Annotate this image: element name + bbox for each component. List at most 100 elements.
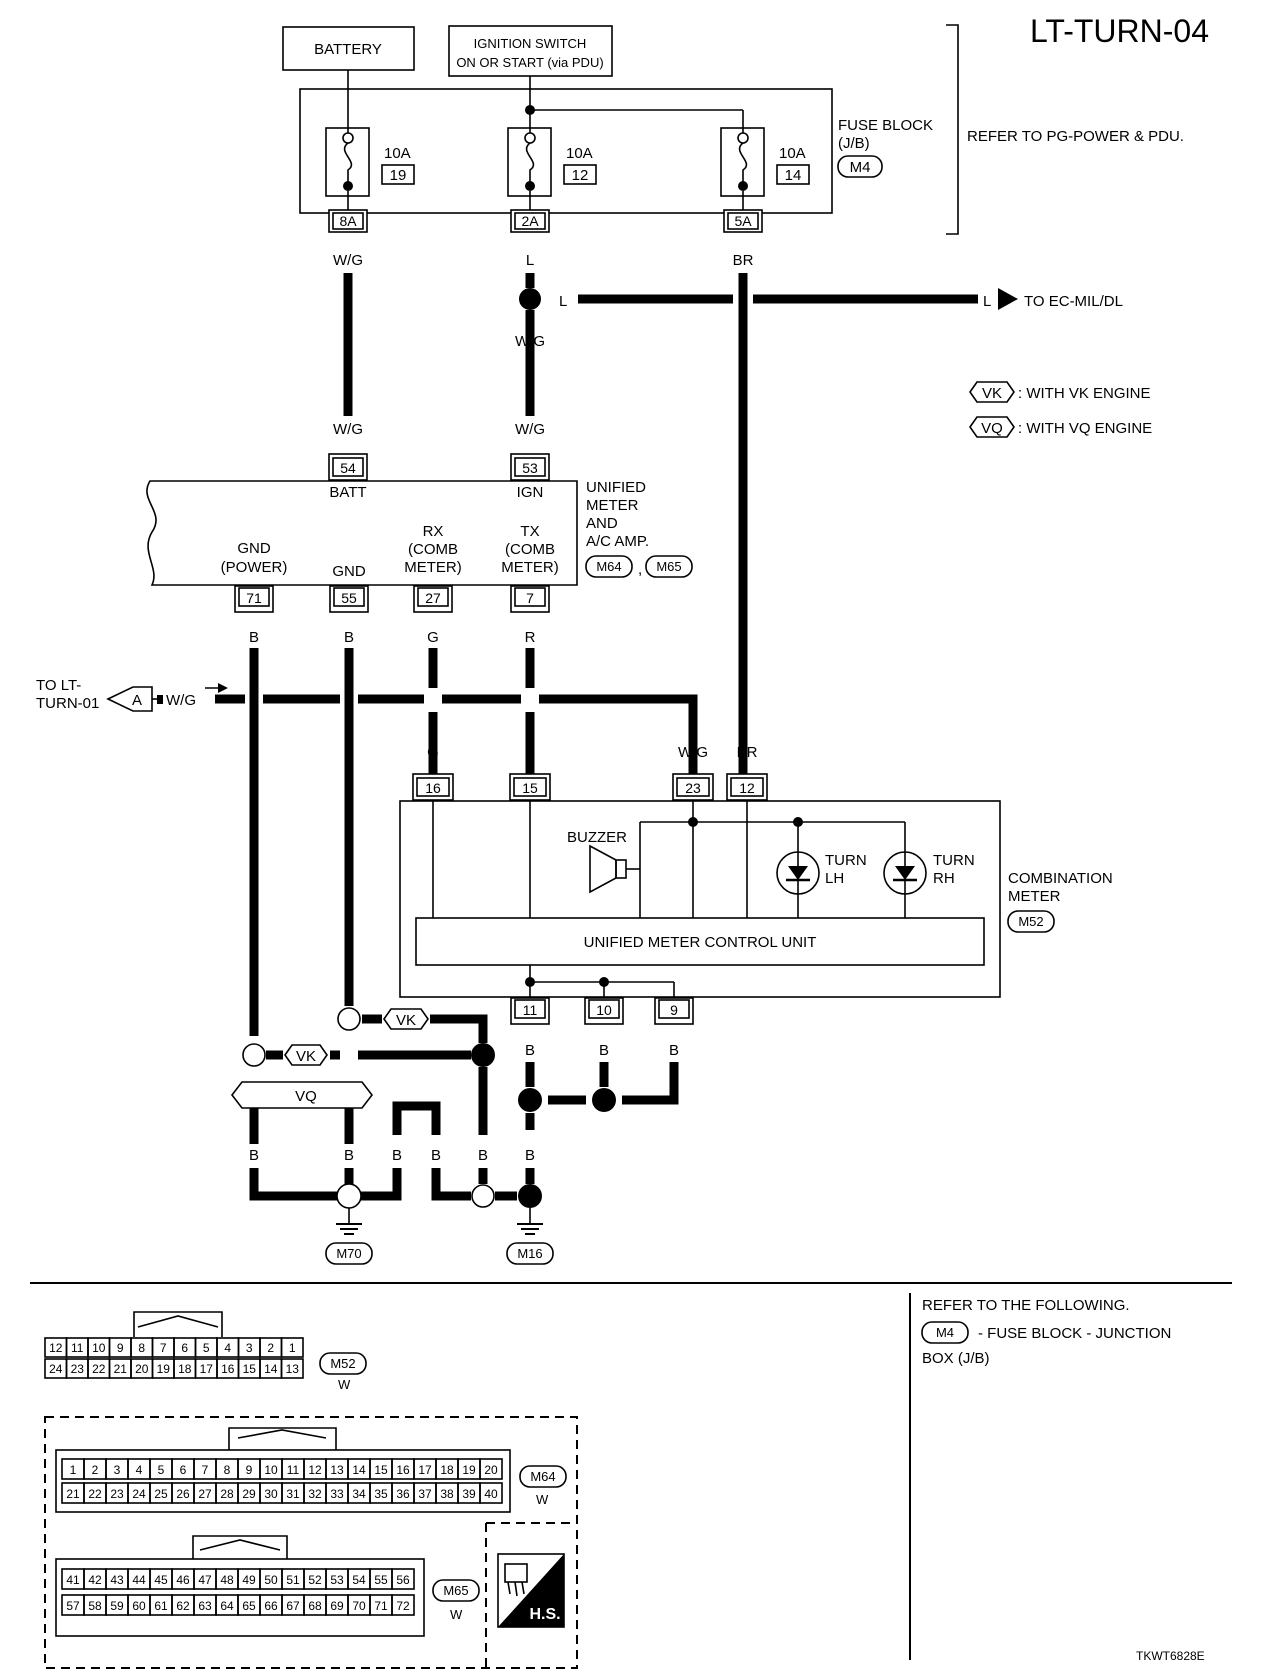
splice-l xyxy=(519,288,541,310)
cavity-label-m64-8: 8 xyxy=(224,1463,231,1477)
cm-pin-15-label: 15 xyxy=(522,780,538,796)
um-label-2: METER xyxy=(586,497,639,514)
cavity-label-m64-37: 37 xyxy=(418,1487,432,1501)
hs-label: H.S. xyxy=(529,1606,560,1623)
m52-view-color: W xyxy=(338,1377,351,1392)
wire-label-wg-5: W/G xyxy=(166,692,196,709)
turn-lh-lamp-icon xyxy=(776,822,820,918)
cavity-label-m65-68: 68 xyxy=(308,1599,322,1613)
ignition-switch-source: IGNITION SWITCH ON OR START (via PDU) xyxy=(448,25,613,77)
cavity-label-m52-8: 8 xyxy=(138,1341,145,1355)
arrow-to-ec xyxy=(998,288,1018,310)
cm-pin-11-label: 11 xyxy=(523,1002,538,1018)
cavity-label-m65-59: 59 xyxy=(110,1599,124,1613)
cavity-label-m65-63: 63 xyxy=(198,1599,212,1613)
cavity-label-m64-15: 15 xyxy=(374,1463,388,1477)
cm-pin-11: 11 xyxy=(510,997,550,1025)
cavity-label-m52-24: 24 xyxy=(49,1362,63,1376)
um-label-1: UNIFIED xyxy=(586,479,646,496)
cavity-label-m65-58: 58 xyxy=(88,1599,102,1613)
battery-label: BATTERY xyxy=(314,41,382,58)
cm-pin-16: 16 xyxy=(412,773,454,801)
ignition-label-2: ON OR START (via PDU) xyxy=(456,55,603,70)
wire-label-b-g6: B xyxy=(525,1147,535,1164)
cavity-label-m52-12: 12 xyxy=(49,1341,63,1355)
cavity-label-m64-28: 28 xyxy=(220,1487,234,1501)
cavity-label-m64-10: 10 xyxy=(264,1463,278,1477)
cavity-label-m64-16: 16 xyxy=(396,1463,410,1477)
cavity-label-m52-3: 3 xyxy=(246,1341,253,1355)
cavity-label-m64-33: 33 xyxy=(330,1487,344,1501)
ground-m70-icon xyxy=(336,1208,362,1235)
um-pin-55: 55 xyxy=(329,585,369,613)
cavity-label-m64-18: 18 xyxy=(440,1463,454,1477)
fuse-14-amp: 10A xyxy=(779,145,806,162)
cavity-label-m64-22: 22 xyxy=(88,1487,102,1501)
cm-pin-23-label: 23 xyxy=(685,780,701,796)
um-connector-m65: M65 xyxy=(656,559,681,574)
cavity-label-m52-6: 6 xyxy=(181,1341,188,1355)
cavity-label-m52-17: 17 xyxy=(200,1362,214,1376)
vk-open-splice-2 xyxy=(242,1043,266,1067)
cavity-label-m64-3: 3 xyxy=(114,1463,121,1477)
cavity-label-m52-7: 7 xyxy=(160,1341,167,1355)
refer-line-2: - FUSE BLOCK - JUNCTION xyxy=(978,1325,1171,1342)
legend-vk-tag: VK xyxy=(982,385,1002,402)
cavity-label-m65-67: 67 xyxy=(286,1599,300,1613)
cavity-label-m64-27: 27 xyxy=(198,1487,212,1501)
to-lt-label-1: TO LT- xyxy=(36,677,81,694)
combination-meter-body: BUZZER TURN LH TURN RH UNIFIED METER CON… xyxy=(399,800,1001,1000)
um-tx-2: (COMB xyxy=(505,541,555,558)
page-title: LT-TURN-04 xyxy=(1030,13,1209,49)
um-label-4: A/C AMP. xyxy=(586,533,649,550)
cavity-label-m64-12: 12 xyxy=(308,1463,322,1477)
um-pin-27: 27 xyxy=(413,585,453,613)
wire-b-9 xyxy=(622,1062,679,1105)
cavity-label-m52-18: 18 xyxy=(178,1362,192,1376)
wire-label-b-55: B xyxy=(344,629,354,646)
unified-meter-body: BATT IGN GND (POWER) GND RX (COMB METER)… xyxy=(146,480,578,586)
wire-label-l-3: L xyxy=(983,293,991,310)
cavity-label-m65-50: 50 xyxy=(264,1573,278,1587)
legend-vq-text: : WITH VQ ENGINE xyxy=(1018,420,1152,437)
cavity-label-m64-2: 2 xyxy=(92,1463,99,1477)
m65-view-id: M65 xyxy=(443,1583,468,1598)
cavity-label-m64-30: 30 xyxy=(264,1487,278,1501)
cavity-label-m65-60: 60 xyxy=(132,1599,146,1613)
cm-pin-16-label: 16 xyxy=(425,780,441,796)
cavity-label-m65-45: 45 xyxy=(154,1573,168,1587)
refer-line-1: REFER TO THE FOLLOWING. xyxy=(922,1297,1130,1314)
cavity-label-m52-13: 13 xyxy=(286,1362,300,1376)
ignition-label-1: IGNITION SWITCH xyxy=(474,36,587,51)
cavity-label-m64-5: 5 xyxy=(158,1463,165,1477)
turn-lh-label-2: LH xyxy=(825,870,844,887)
m52-view-id: M52 xyxy=(330,1356,355,1371)
cavity-label-m65-43: 43 xyxy=(110,1573,124,1587)
cavity-label-m64-32: 32 xyxy=(308,1487,322,1501)
wire-label-b-g5: B xyxy=(478,1147,488,1164)
cavity-label-m52-4: 4 xyxy=(224,1341,231,1355)
m64-view-color: W xyxy=(536,1492,549,1507)
fuse-12: 10A 12 xyxy=(507,127,597,197)
cavity-label-m64-40: 40 xyxy=(484,1487,498,1501)
cavity-label-m65-41: 41 xyxy=(66,1573,80,1587)
cavity-label-m65-61: 61 xyxy=(154,1599,168,1613)
cavity-label-m64-20: 20 xyxy=(484,1463,498,1477)
m65-view-color: W xyxy=(450,1607,463,1622)
wire-label-b-g1: B xyxy=(249,1147,259,1164)
cavity-label-m65-57: 57 xyxy=(66,1599,80,1613)
cavity-m64-20 xyxy=(479,1458,503,1480)
vk-tag-2 xyxy=(284,1044,328,1066)
cavity-label-m65-70: 70 xyxy=(352,1599,366,1613)
cavity-label-m65-65: 65 xyxy=(242,1599,256,1613)
fuse-block-label-1: FUSE BLOCK xyxy=(838,117,933,134)
wire-label-wg-4: W/G xyxy=(515,421,545,438)
fuse-12-number: 12 xyxy=(572,167,589,184)
refer-conn: M4 xyxy=(936,1325,954,1340)
cavity-label-m52-22: 22 xyxy=(92,1362,106,1376)
um-connector-m64: M64 xyxy=(596,559,621,574)
um-rx-1: RX xyxy=(423,523,444,540)
vk-tag-2-label: VK xyxy=(296,1048,316,1065)
cavity-label-m65-71: 71 xyxy=(374,1599,388,1613)
cavity-label-m65-52: 52 xyxy=(308,1573,322,1587)
